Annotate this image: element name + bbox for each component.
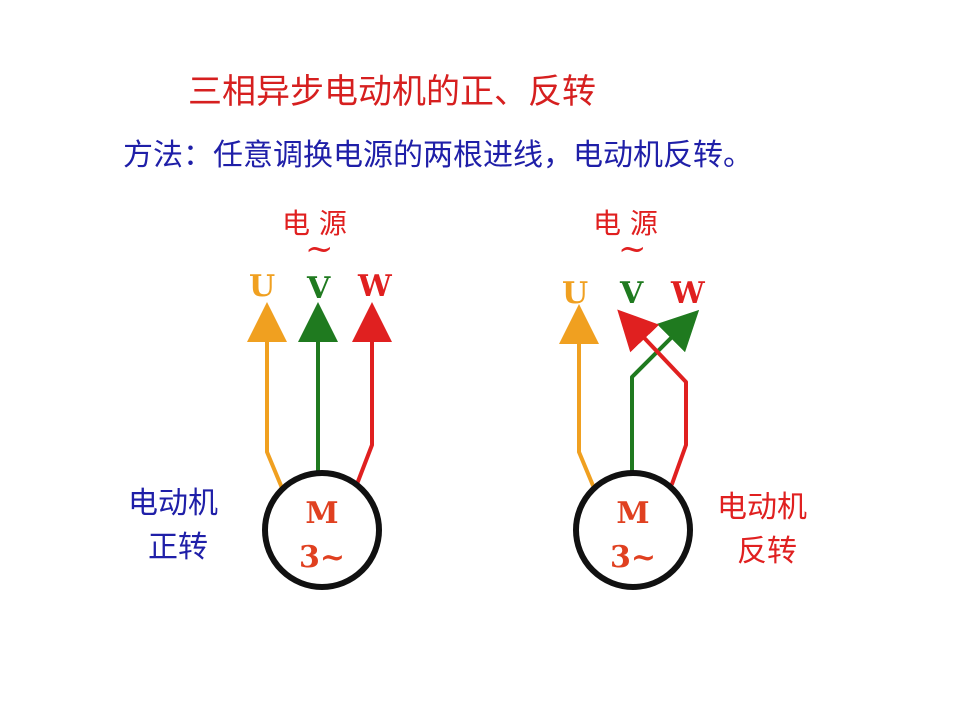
left-u-wire (247, 302, 287, 490)
right-motor-m: M (616, 496, 649, 531)
right-w-wire (617, 309, 688, 486)
left-phase-v-label: V (306, 271, 331, 306)
left-motor-m: M (305, 496, 338, 531)
right-v-wire (630, 309, 700, 476)
left-motor-phase: 3~ (299, 540, 345, 575)
left-w-wire (352, 302, 392, 486)
right-motor-phase: 3~ (610, 540, 656, 575)
left-motor-circle (262, 470, 382, 590)
left-label-line2: 正转 (148, 530, 208, 565)
right-phase-v-label: V (619, 276, 644, 311)
right-power-tilde: ~ (618, 229, 647, 269)
right-phase-u-label: U (562, 276, 588, 311)
right-power-label: 电 源 (593, 207, 658, 240)
right-motor-circle (573, 470, 693, 590)
page-title: 三相异步电动机的正、反转 (188, 72, 596, 112)
right-label-line2: 反转 (737, 534, 797, 569)
method-text: 方法：任意调换电源的两根进线，电动机反转。 (123, 138, 753, 173)
left-power-tilde: ~ (305, 229, 334, 269)
left-phase-u-label: U (249, 269, 275, 304)
right-phase-w-label: W (670, 276, 706, 311)
right-label-line1: 电动机 (717, 490, 807, 525)
left-power-label: 电 源 (282, 207, 347, 240)
left-label-line1: 电动机 (128, 486, 218, 521)
left-phase-w-label: W (357, 269, 393, 304)
right-u-wire (559, 304, 599, 490)
